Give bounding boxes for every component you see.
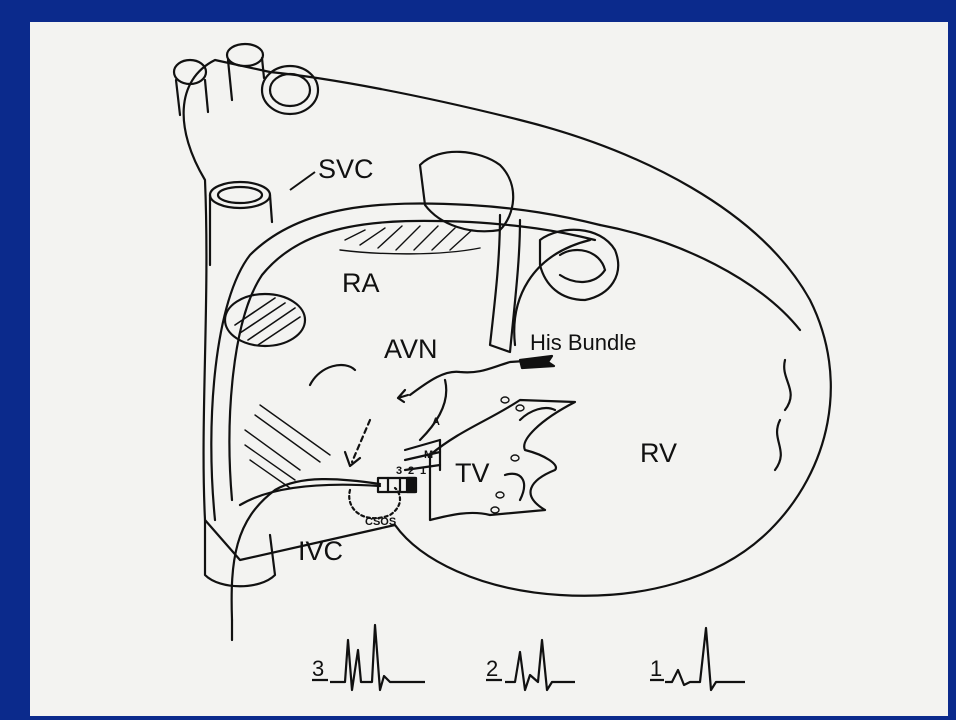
ecg-label-3: 3 bbox=[312, 656, 324, 681]
label-avn: AVN bbox=[384, 334, 438, 364]
vessel-2 bbox=[227, 44, 263, 66]
fossa-ovalis bbox=[225, 294, 305, 346]
pulmonary-valve bbox=[540, 230, 618, 300]
heart-outline bbox=[184, 60, 831, 596]
ivc-vessel bbox=[205, 520, 275, 586]
label-m: M bbox=[424, 449, 433, 461]
vessel-1 bbox=[174, 60, 206, 84]
label-rv: RV bbox=[640, 438, 677, 468]
label-tv: TV bbox=[455, 458, 490, 488]
tricuspid-valve bbox=[430, 400, 575, 520]
label-electrode-1: 1 bbox=[420, 465, 426, 477]
label-csos: CSOS bbox=[365, 516, 396, 528]
ecg-trace-1 bbox=[665, 628, 745, 690]
ecg-label-2: 2 bbox=[486, 656, 498, 681]
ecg-label-1: 1 bbox=[650, 656, 662, 681]
ecg-trace-2 bbox=[505, 640, 575, 690]
label-svc: SVC bbox=[318, 154, 374, 184]
label-ra: RA bbox=[342, 268, 380, 298]
label-electrode-3: 3 bbox=[396, 465, 402, 477]
label-ivc: IVC bbox=[298, 536, 343, 566]
label-electrode-2: 2 bbox=[408, 465, 414, 477]
label-a: A bbox=[432, 416, 440, 428]
ecg-trace-3 bbox=[330, 625, 425, 690]
label-his-bundle: His Bundle bbox=[530, 330, 636, 355]
